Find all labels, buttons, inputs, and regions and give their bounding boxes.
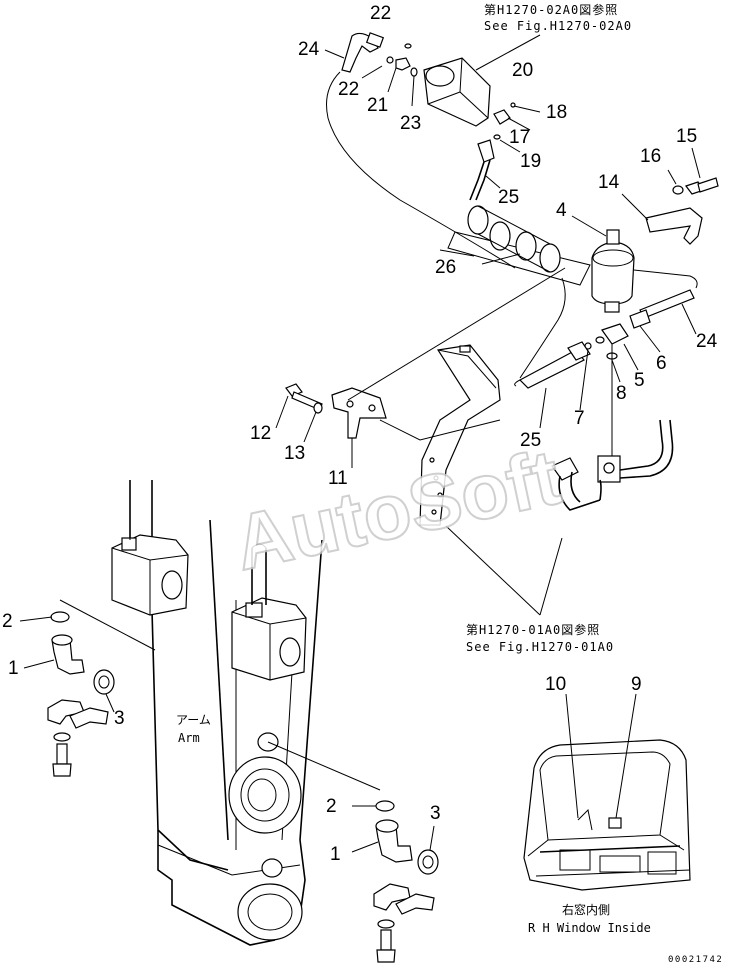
ref-note-mid-en: See Fig.H1270-01A0 bbox=[466, 640, 614, 654]
ref-arrow-left bbox=[445, 525, 541, 616]
hose-line-2 bbox=[519, 277, 566, 379]
window-label-en: R H Window Inside bbox=[528, 921, 651, 935]
ref-note-top-en: See Fig.H1270-02A0 bbox=[484, 19, 632, 33]
callout-21: 21 bbox=[367, 95, 388, 116]
hose-line bbox=[326, 71, 516, 269]
callout-9: 9 bbox=[631, 674, 642, 695]
lower-fitting-group bbox=[267, 741, 439, 963]
callout-25-top: 25 bbox=[498, 187, 519, 208]
callout-2-lower: 2 bbox=[326, 796, 337, 817]
callout-5: 5 bbox=[634, 370, 645, 391]
window-inset bbox=[523, 739, 691, 891]
ref-note-mid-jp: 第H1270-01A0図参照 bbox=[466, 622, 600, 637]
right-hose-fittings bbox=[514, 289, 695, 389]
callout-18: 18 bbox=[546, 102, 567, 123]
callout-11: 11 bbox=[328, 468, 348, 489]
callout-22-top: 22 bbox=[370, 3, 391, 24]
callout-1-lower: 1 bbox=[330, 844, 341, 865]
callout-14: 14 bbox=[598, 172, 620, 193]
arm-structure bbox=[111, 480, 323, 946]
accumulator bbox=[591, 177, 719, 313]
doc-number: 00021742 bbox=[668, 955, 723, 965]
top-fittings bbox=[341, 32, 516, 201]
callout-13: 13 bbox=[284, 443, 305, 464]
callout-22-mid: 22 bbox=[338, 79, 359, 100]
arm-label-jp: アーム bbox=[176, 713, 211, 727]
callout-3-lower: 3 bbox=[430, 803, 441, 824]
bracket-assembly bbox=[285, 267, 566, 526]
callout-10: 10 bbox=[545, 674, 566, 695]
ref-note-top-jp: 第H1270-02A0図参照 bbox=[484, 2, 618, 17]
callout-7: 7 bbox=[574, 408, 585, 429]
callout-15: 15 bbox=[676, 126, 697, 147]
callout-24-top: 24 bbox=[298, 39, 320, 60]
callout-20: 20 bbox=[512, 60, 533, 81]
arm-label-en: Arm bbox=[178, 731, 200, 745]
leader-lines bbox=[19, 49, 701, 853]
ref-arrow-right bbox=[539, 537, 563, 616]
callout-8: 8 bbox=[616, 383, 627, 404]
ref-arrow-top bbox=[475, 34, 541, 71]
callout-6: 6 bbox=[656, 353, 667, 374]
callout-26: 26 bbox=[435, 257, 456, 278]
callout-23: 23 bbox=[400, 113, 421, 134]
left-fitting-group bbox=[47, 599, 156, 777]
callout-numbers: 22 24 22 21 23 20 18 17 19 25 26 4 14 16… bbox=[2, 3, 718, 865]
callout-17: 17 bbox=[509, 127, 530, 148]
callout-24-right: 24 bbox=[696, 331, 718, 352]
callout-2-left: 2 bbox=[2, 611, 13, 632]
callout-25-mid: 25 bbox=[520, 430, 541, 451]
window-label-jp: 右窓内側 bbox=[562, 902, 610, 917]
watermark: AutoSoft bbox=[227, 432, 567, 587]
callout-19: 19 bbox=[520, 151, 541, 172]
piping bbox=[551, 344, 674, 511]
callout-4: 4 bbox=[556, 200, 567, 221]
callout-12: 12 bbox=[250, 423, 271, 444]
callout-16: 16 bbox=[640, 146, 661, 167]
callout-1-left: 1 bbox=[8, 658, 19, 679]
callout-3-left: 3 bbox=[114, 708, 125, 729]
hose-protectors bbox=[447, 205, 591, 286]
